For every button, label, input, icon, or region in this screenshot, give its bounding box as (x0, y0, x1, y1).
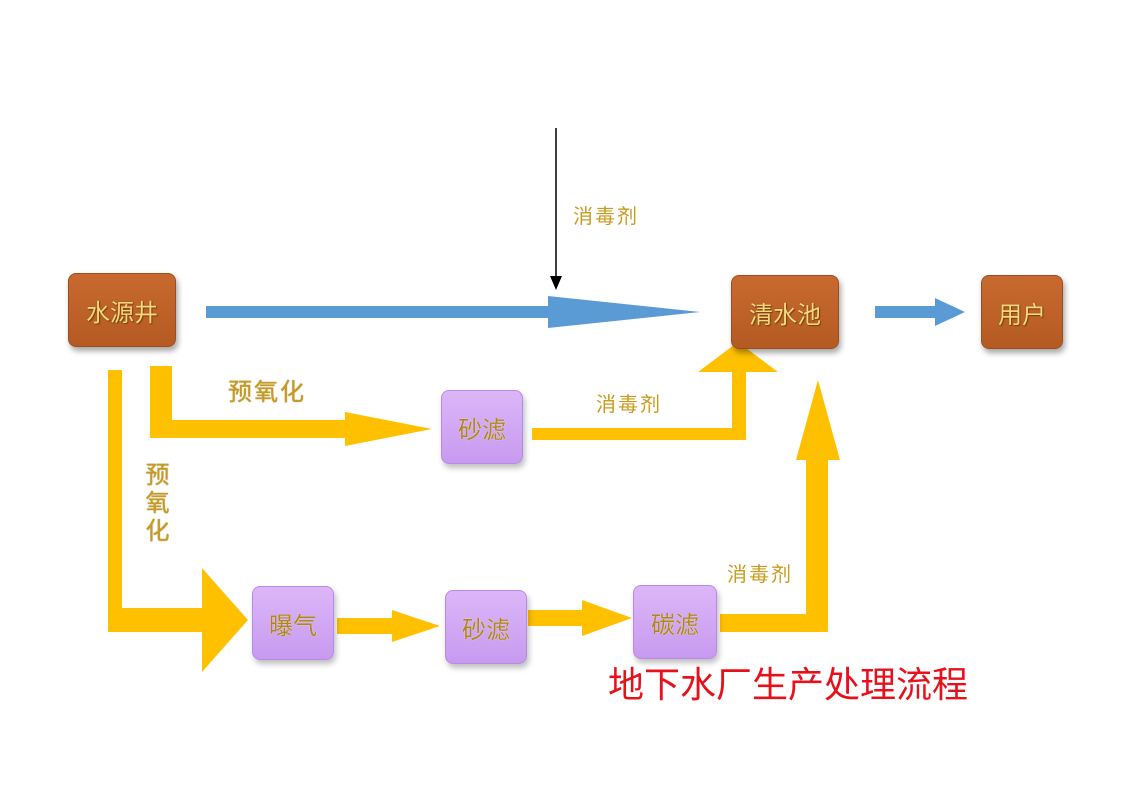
blue-arrow-pool-to-user-shaft (875, 306, 937, 318)
label-disinfectant-bottom: 消毒剂 (727, 562, 793, 586)
label-disinfectant-mid: 消毒剂 (596, 392, 662, 416)
node-sand-filter-upper: 砂滤 (441, 390, 523, 464)
blue-arrow-well-to-pool-head (548, 296, 700, 328)
diagram-title: 地下水厂生产处理流程 (608, 665, 969, 706)
blue-arrow-pool-to-user-head (935, 298, 965, 326)
node-clear-water-pool: 清水池 (731, 275, 839, 349)
node-sand-filter-lower: 砂滤 (445, 590, 527, 664)
label-preoxidation-upper: 预氧化 (228, 378, 306, 406)
yellow-arrow-sand-filter-to-pool (532, 342, 778, 440)
yellow-arrow-aeration-to-sand-filter (337, 610, 440, 642)
yellow-arrow-well-to-sand-filter (150, 366, 432, 446)
node-carbon-filter: 碳滤 (633, 585, 717, 659)
node-user: 用户 (981, 275, 1063, 349)
yellow-arrow-sand-filter-to-carbon-filter (528, 600, 632, 636)
label-disinfectant-top: 消毒剂 (573, 204, 639, 228)
disinfectant-dosing-arrowhead (550, 276, 562, 290)
label-preoxidation-left: 预氧化 (141, 462, 169, 546)
node-water-well: 水源井 (68, 273, 176, 347)
node-aeration: 曝气 (252, 586, 334, 660)
yellow-arrow-well-to-aeration (108, 370, 248, 672)
blue-arrow-well-to-pool-shaft (206, 306, 552, 318)
yellow-arrow-carbon-filter-to-pool (720, 380, 840, 632)
